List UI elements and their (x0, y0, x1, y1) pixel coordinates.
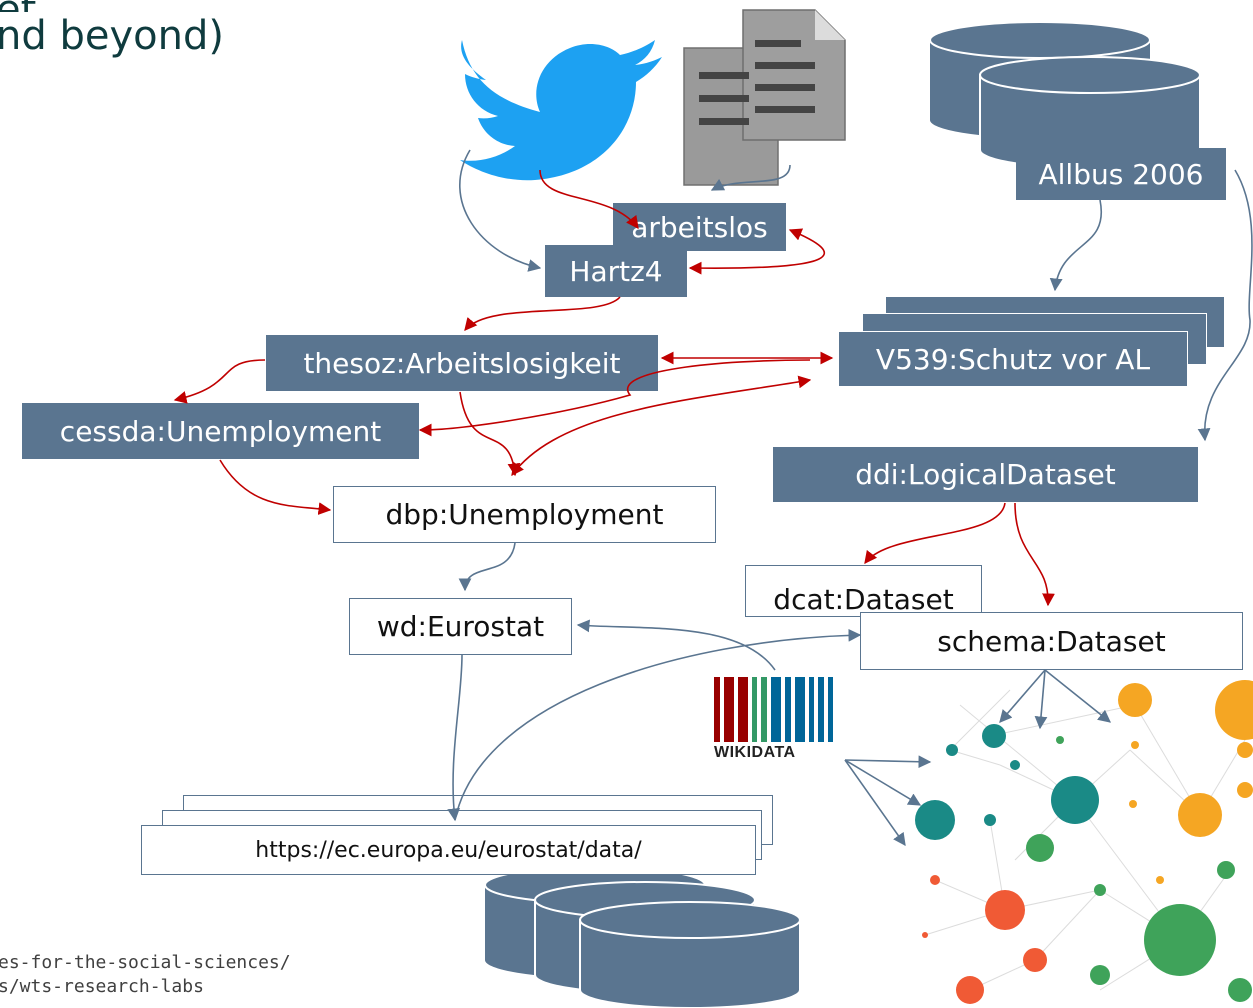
footer-url-line-1: es-for-the-social-sciences/ (0, 952, 291, 973)
title-line-2: nd beyond) (0, 13, 224, 59)
database-icon-allbus (929, 21, 1201, 169)
edge-wikidata-network-2 (844, 759, 922, 806)
red-edges (173, 169, 1055, 607)
edge-dbp-wd (458, 542, 516, 592)
edge-arbeitslos-hartz4 (688, 228, 826, 275)
twitter-bird-icon (460, 40, 662, 181)
edge-ddi-dcat (864, 502, 1006, 565)
edge-ddi-schema (1014, 502, 1055, 607)
edge-wd-eurostat (447, 654, 463, 822)
page-title: et nd beyond) (0, 0, 224, 60)
node-dcat-dataset: dcat:Dataset (745, 565, 982, 617)
wikidata-wordmark: WIKIDATA (714, 744, 796, 761)
wikidata-logo-icon (714, 677, 833, 742)
edge-eurostat-schema (454, 628, 862, 821)
title-line-1: et (0, 0, 224, 12)
edge-schema-network-1 (999, 669, 1046, 723)
node-eurostat-url: https://ec.europa.eu/eurostat/data/ (141, 825, 756, 875)
footer-url-line-2: s/wts-research-labs (0, 976, 204, 997)
edge-wikidata-network-3 (844, 759, 906, 847)
edge-hartz4-thesoz (464, 296, 621, 331)
edge-twitter-arbeitslos (539, 169, 639, 230)
edge-cessda-dbp (219, 459, 332, 515)
edge-thesoz-cessda (173, 359, 266, 404)
node-dbp-unemployment: dbp:Unemployment (333, 486, 716, 543)
edge-docs-arbeitslos (710, 164, 791, 191)
edge-allbus-ddi (1197, 169, 1253, 442)
edge-wikidata-network-1 (844, 755, 932, 769)
edge-twitter-hartz4 (459, 149, 542, 272)
edge-schema-network-3 (1044, 669, 1111, 723)
edge-wikidata-wd (576, 619, 776, 671)
blue-edges (447, 149, 1253, 847)
node-hartz4: Hartz4 (545, 245, 687, 297)
network-nodes (915, 680, 1253, 1004)
node-allbus-2006: Allbus 2006 (1016, 148, 1226, 200)
node-ddi-logicaldataset: ddi:LogicalDataset (773, 447, 1198, 502)
edge-allbus-v539 (1049, 199, 1103, 292)
node-cessda-unemployment: cessda:Unemployment (22, 403, 419, 459)
node-schema-dataset: schema:Dataset (860, 612, 1243, 670)
node-wd-eurostat: wd:Eurostat (349, 598, 572, 655)
node-v539-schutz-vor-al: V539:Schutz vor AL (838, 331, 1188, 387)
edge-v539-cessda (418, 359, 811, 437)
edge-schema-network-2 (1034, 669, 1048, 730)
documents-icon (683, 9, 846, 186)
edge-v539-dbp (511, 375, 812, 477)
database-icon-eurostat (484, 866, 801, 1008)
edge-thesoz-dbp (459, 391, 521, 477)
